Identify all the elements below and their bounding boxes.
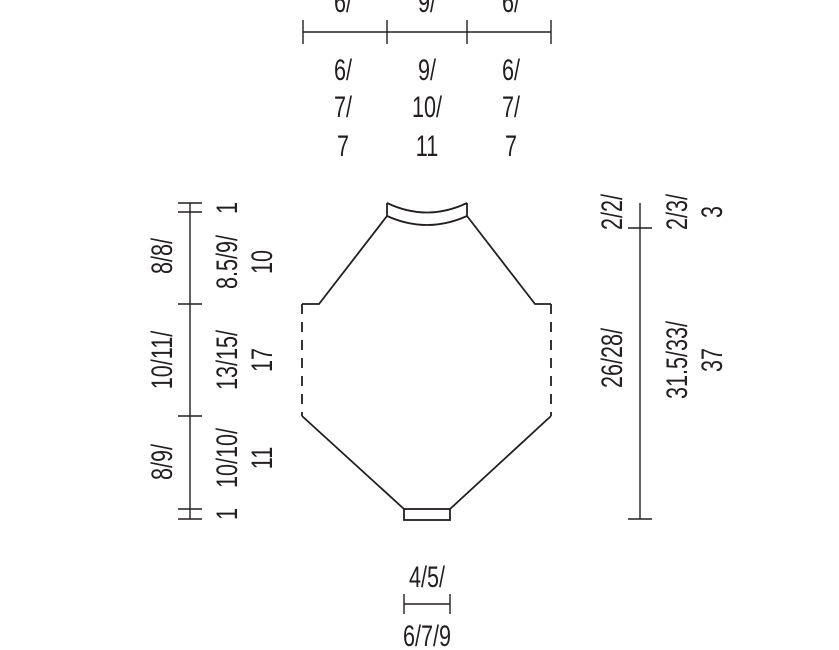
- top-right-width-1: 6/: [502, 52, 521, 86]
- bottom-width-dimension: 4/5/ 6/7/9: [403, 559, 451, 650]
- right-outer-top-label: 2/2/: [594, 193, 628, 230]
- left-inner-bottom-label-2: 11: [244, 447, 278, 469]
- left-inner-middle-label-1: 13/15/: [209, 329, 243, 390]
- right-inner-top-label-2: 3: [694, 206, 728, 218]
- top-right-width-2: 7/: [502, 89, 521, 123]
- top-left-width-2: 7/: [334, 89, 353, 123]
- top-center-partial-label: 9/: [418, 0, 437, 19]
- top-center-width-1: 9/: [418, 52, 437, 86]
- right-dimension: 2/2/ 26/28/ 2/3/ 3 31.5/33/ 37: [594, 193, 729, 520]
- neck-edge-top: [386, 202, 468, 214]
- right-inner-main-label-2: 37: [694, 348, 728, 372]
- piece-outline: [301, 202, 552, 521]
- left-outer-top-label: 8/8/: [144, 237, 178, 274]
- bottom-width-bottom-label: 6/7/9: [403, 618, 451, 650]
- left-inner-top-edge-label: 1: [209, 202, 243, 214]
- right-outer-main-label: 26/28/: [594, 327, 628, 388]
- top-center-width-2: 10/: [412, 89, 443, 123]
- upper-right-edge: [466, 215, 551, 305]
- upper-left-edge: [302, 215, 388, 305]
- left-inner-bottom-edge-label: 1: [209, 508, 243, 520]
- top-left-width-1: 6/: [334, 52, 353, 86]
- left-inner-top-label-1: 8.5/9/: [209, 234, 243, 289]
- top-center-width-3: 11: [416, 128, 438, 162]
- top-left-width-3: 7: [337, 128, 349, 162]
- top-left-partial-label: 6/: [334, 0, 353, 19]
- bottom-width-top-label: 4/5/: [409, 559, 446, 593]
- lower-left-edge: [301, 415, 405, 510]
- bottom-band: [403, 508, 451, 521]
- left-inner-top-label-2: 10: [244, 250, 278, 274]
- top-width-dimension: 6/ 9/ 6/ 6/ 7/ 7 9/ 10/ 11 6/ 7/ 7: [302, 0, 552, 163]
- left-inner-middle-label-2: 17: [244, 348, 278, 372]
- top-right-partial-label: 6/: [502, 0, 521, 19]
- top-right-width-3: 7: [505, 128, 517, 162]
- lower-right-edge: [449, 415, 552, 510]
- right-inner-top-label-1: 2/3/: [659, 193, 693, 230]
- left-dimension: 8/8/ 10/11/ 8/9/ 1 8.5/9/ 10 13/15/ 17 1…: [144, 202, 278, 520]
- neck-edge-bottom: [386, 215, 468, 226]
- left-outer-middle-label: 10/11/: [144, 330, 178, 389]
- left-inner-bottom-label-1: 10/10/: [209, 427, 243, 488]
- left-outer-bottom-label: 8/9/: [144, 443, 178, 480]
- right-inner-main-label-1: 31.5/33/: [659, 320, 693, 399]
